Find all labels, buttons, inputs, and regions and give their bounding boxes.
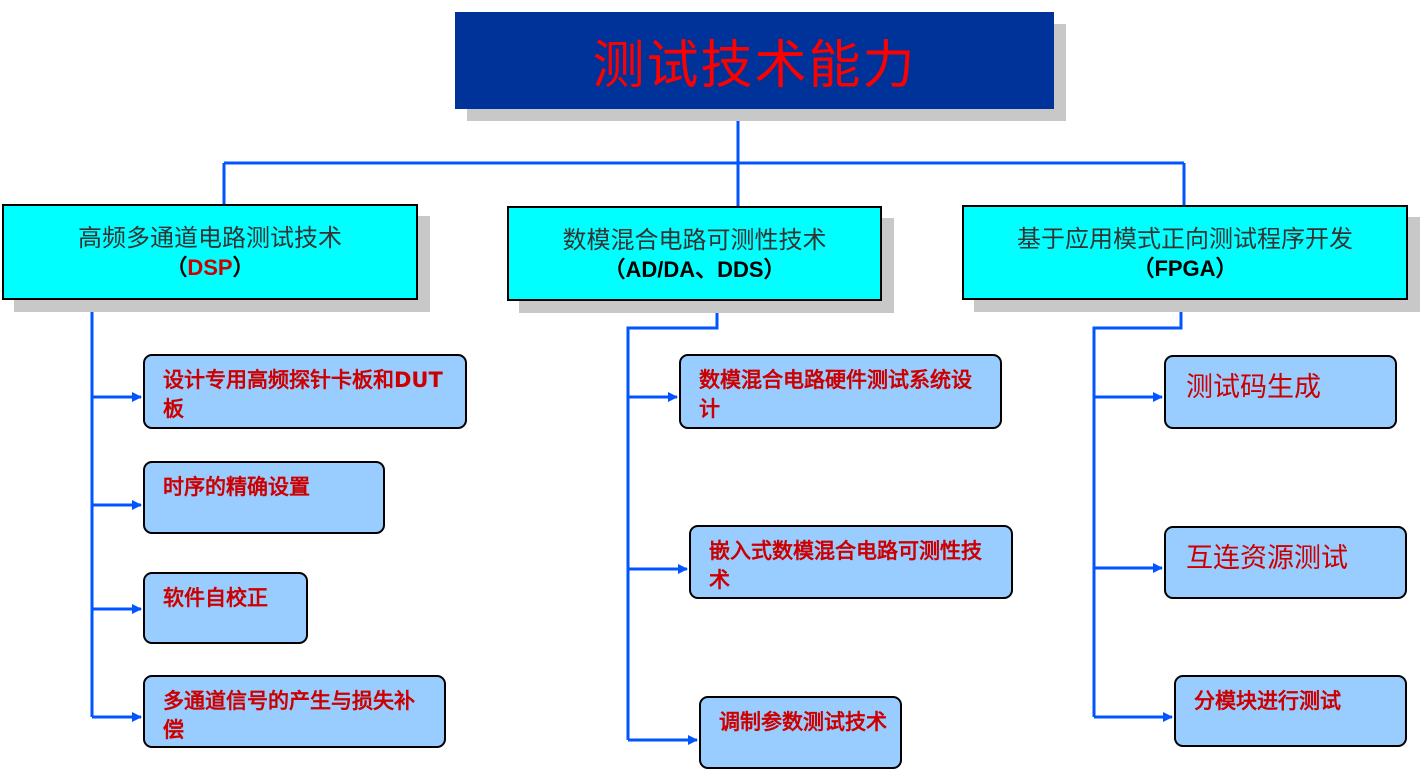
category-code: （AD/DA、DDS）: [603, 256, 786, 282]
category-box-ad-da: 数模混合电路可测性技术 （AD/DA、DDS）: [507, 206, 882, 301]
category-label: 数模混合电路可测性技术: [562, 225, 827, 254]
category-box-fpga: 基于应用模式正向测试程序开发 （FPGA）: [962, 205, 1408, 300]
leaf-text: 调制参数测试技术: [719, 710, 887, 734]
leaf-timing-setup: 时序的精确设置: [143, 461, 385, 534]
leaf-text: 多通道信号的产生与损失补偿: [163, 689, 415, 742]
leaf-text: 软件自校正: [163, 586, 268, 610]
leaf-text: 嵌入式数模混合电路可测性技术: [709, 539, 982, 592]
leaf-text: 时序的精确设置: [163, 475, 310, 499]
leaf-hardware-system: 数模混合电路硬件测试系统设计: [679, 354, 1002, 429]
col2-spine: [626, 300, 719, 740]
category-box-dsp: 高频多通道电路测试技术 （DSP）: [2, 204, 418, 300]
leaf-text: 设计专用高频探针卡板和DUT板: [163, 368, 443, 421]
leaf-probe-card: 设计专用高频探针卡板和DUT板: [143, 354, 467, 429]
leaf-test-code-gen: 测试码生成: [1164, 355, 1397, 429]
leaf-self-calibration: 软件自校正: [143, 572, 308, 644]
leaf-multichannel-signal: 多通道信号的产生与损失补偿: [143, 675, 446, 748]
category-code-text: FPGA: [1154, 255, 1216, 281]
title-box: 测试技术能力: [455, 12, 1054, 109]
leaf-text: 分模块进行测试: [1194, 689, 1341, 713]
category-code-text: AD/DA、DDS: [625, 256, 764, 282]
category-code: （DSP）: [165, 255, 255, 280]
leaf-text: 测试码生成: [1186, 372, 1321, 403]
leaf-modulation-params: 调制参数测试技术: [699, 696, 902, 769]
leaf-text: 数模混合电路硬件测试系统设计: [699, 368, 972, 421]
col3-spine: [1092, 300, 1183, 717]
category-code: （FPGA）: [1132, 255, 1238, 281]
leaf-embedded-testability: 嵌入式数模混合电路可测性技术: [689, 525, 1013, 599]
category-code-text: DSP: [187, 255, 233, 280]
leaf-interconnect-test: 互连资源测试: [1164, 526, 1407, 599]
category-label: 基于应用模式正向测试程序开发: [1017, 224, 1353, 253]
diagram-title: 测试技术能力: [592, 36, 917, 96]
leaf-text: 互连资源测试: [1186, 543, 1348, 574]
leaf-module-test: 分模块进行测试: [1174, 675, 1407, 747]
category-label: 高频多通道电路测试技术: [78, 224, 342, 252]
